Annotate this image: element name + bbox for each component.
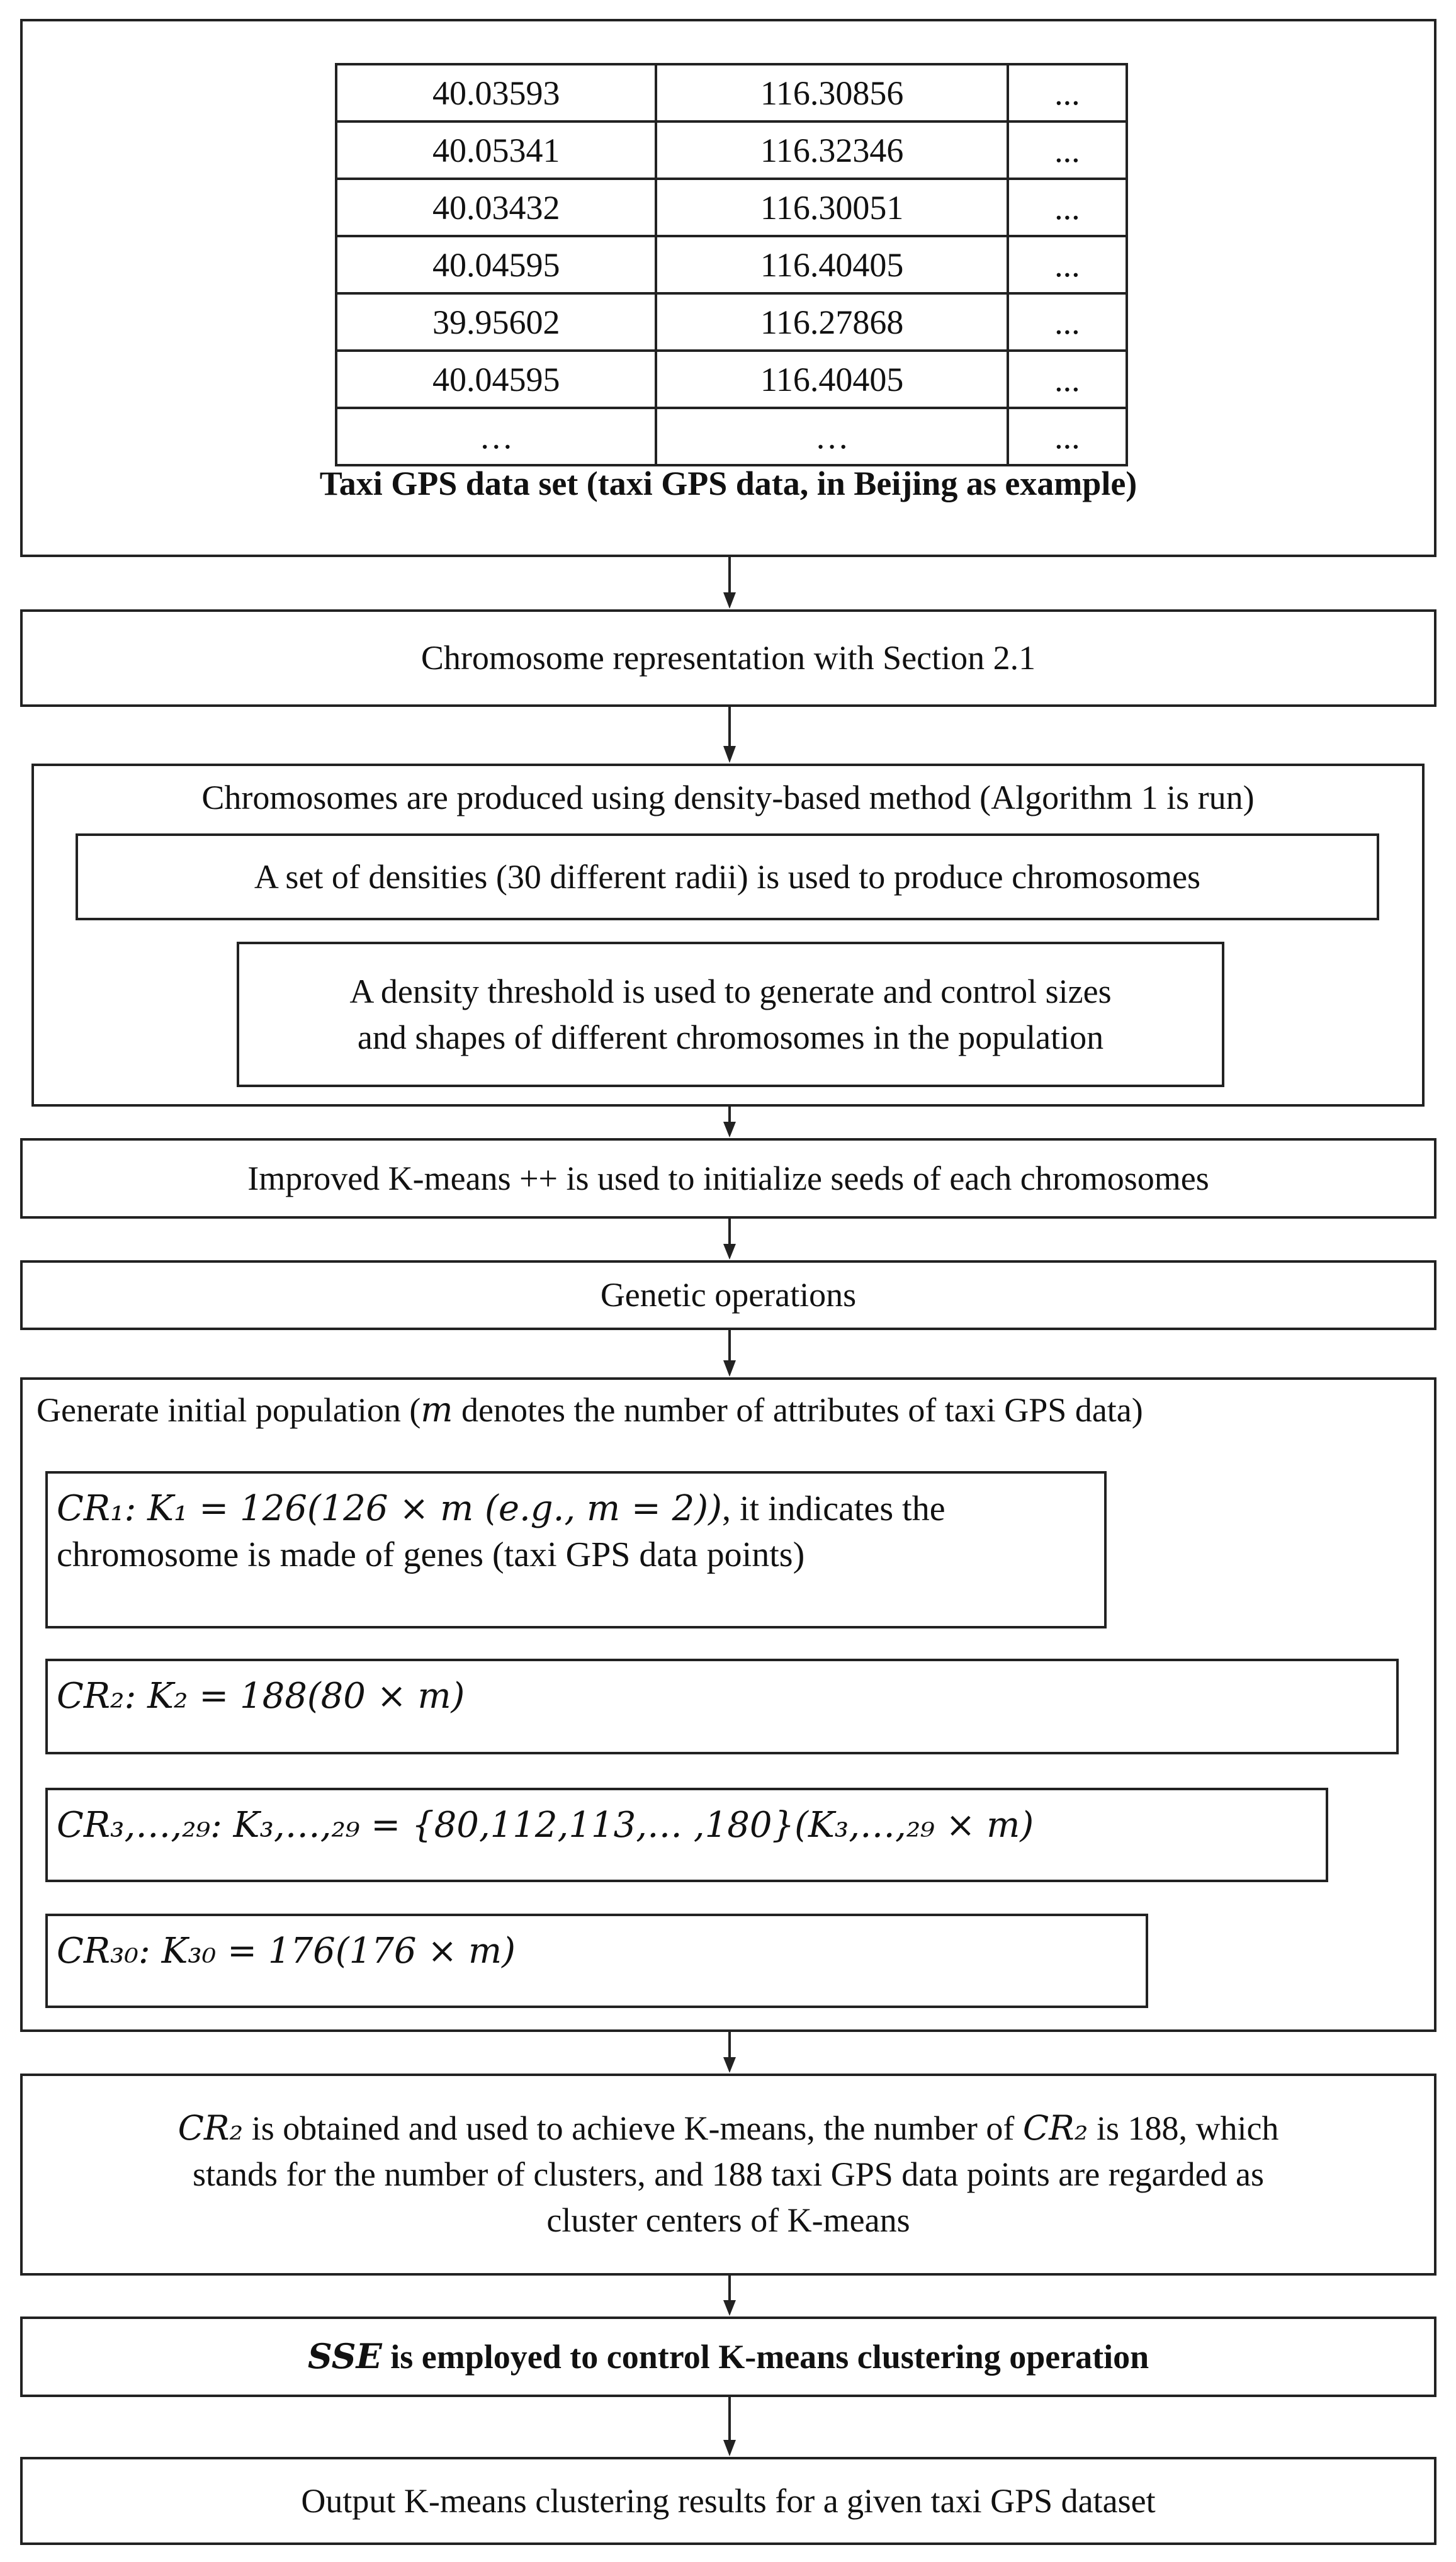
ellipsis-cell: ... (1006, 407, 1129, 466)
cr2-box: CR₂: K₂ = 188(80 × m) (45, 1659, 1399, 1754)
latitude-cell: 40.04595 (334, 235, 658, 295)
ellipsis-cell: ... (1006, 235, 1129, 295)
cr2-formula: CR₂: K₂ = 188(80 × m) (57, 1676, 465, 1717)
output-label: Output K-means clustering results for a … (301, 2481, 1156, 2520)
ellipsis-cell: ... (1006, 349, 1129, 409)
density-threshold-line1: A density threshold is used to generate … (349, 972, 1112, 1010)
kmeans-plusplus-step: Improved K-means ++ is used to initializ… (20, 1138, 1436, 1219)
table-caption: Taxi GPS data set (taxi GPS data, in Bei… (319, 465, 1137, 502)
arrow-down-icon (723, 557, 736, 609)
longitude-cell: 116.30051 (655, 178, 1009, 237)
latitude-cell: 40.04595 (334, 349, 658, 409)
density-threshold-line2: and shapes of different chromosomes in t… (357, 1018, 1104, 1056)
ellipsis-cell: ... (1006, 63, 1129, 123)
arrow-down-icon (723, 2276, 736, 2316)
arrow-down-icon (723, 1219, 736, 1260)
sse-step: SSE is employed to control K-means clust… (20, 2317, 1436, 2397)
density-method-box: Chromosomes are produced using density-b… (31, 764, 1425, 1107)
cr1-box: CR₁: K₁ = 126(126 × m (e.g., m = 2)), it… (45, 1471, 1107, 1628)
arrow-down-icon (723, 2397, 736, 2456)
longitude-cell: 116.40405 (655, 235, 1009, 295)
latitude-cell: 40.05341 (334, 120, 658, 180)
latitude-cell: 40.03432 (334, 178, 658, 237)
cr2-obtained-line3: cluster centers of K-means (546, 2201, 910, 2239)
density-method-title: Chromosomes are produced using density-b… (201, 779, 1255, 816)
ellipsis-cell: ... (1006, 178, 1129, 237)
ellipsis-cell: ... (1006, 120, 1129, 180)
cr30-formula: CR₃₀: K₃₀ = 176(176 × m) (57, 1931, 516, 1972)
arrow-down-icon (723, 1107, 736, 1137)
set-of-densities-box: A set of densities (30 different radii) … (76, 833, 1379, 920)
longitude-cell: 116.40405 (655, 349, 1009, 409)
chromosome-representation-step: Chromosome representation with Section 2… (20, 609, 1436, 707)
cr1-formula: CR₁: K₁ = 126(126 × m (e.g., m = 2)) (57, 1488, 722, 1529)
cr2-obtained-line2: stands for the number of clusters, and 1… (192, 2155, 1265, 2194)
sse-label: is employed to control K-means clusterin… (381, 2338, 1149, 2376)
initial-population-title: Generate initial population (m denotes t… (37, 1390, 1143, 1430)
sse-symbol: SSE (307, 2336, 382, 2377)
cr3-29-box: CR₃,…,₂₉: K₃,…,₂₉ = {80,112,113,… ,180}(… (45, 1788, 1328, 1882)
initial-population-box: Generate initial population (m denotes t… (20, 1377, 1436, 2032)
latitude-cell: 39.95602 (334, 292, 658, 352)
density-threshold-box: A density threshold is used to generate … (237, 942, 1224, 1087)
cr2-obtained-line1: CR₂ is obtained and used to achieve K-me… (178, 2108, 1279, 2148)
ellipsis-cell: ... (1006, 292, 1129, 352)
latitude-cell: … (334, 407, 658, 466)
longitude-cell: 116.27868 (655, 292, 1009, 352)
cr1-text: , it indicates the (721, 1489, 945, 1528)
genetic-operations-label: Genetic operations (600, 1276, 857, 1314)
set-of-densities-label: A set of densities (30 different radii) … (254, 857, 1201, 896)
output-step: Output K-means clustering results for a … (20, 2457, 1436, 2545)
longitude-cell: 116.30856 (655, 63, 1009, 123)
arrow-down-icon (723, 2032, 736, 2073)
cr3-29-formula: CR₃,…,₂₉: K₃,…,₂₉ = {80,112,113,… ,180}(… (57, 1805, 1034, 1846)
genetic-operations-step: Genetic operations (20, 1260, 1436, 1330)
latitude-cell: 40.03593 (334, 63, 658, 123)
cr1-line2: chromosome is made of genes (taxi GPS da… (57, 1535, 805, 1574)
chromosome-representation-label: Chromosome representation with Section 2… (420, 639, 1036, 677)
longitude-cell: … (655, 407, 1009, 466)
kmeans-plusplus-label: Improved K-means ++ is used to initializ… (247, 1159, 1209, 1197)
table-row: ……... (334, 407, 1129, 466)
arrow-down-icon (723, 1330, 736, 1377)
cr30-box: CR₃₀: K₃₀ = 176(176 × m) (45, 1914, 1148, 2008)
longitude-cell: 116.32346 (655, 120, 1009, 180)
arrow-down-icon (723, 707, 736, 763)
cr2-obtained-step: CR₂ is obtained and used to achieve K-me… (20, 2074, 1436, 2276)
